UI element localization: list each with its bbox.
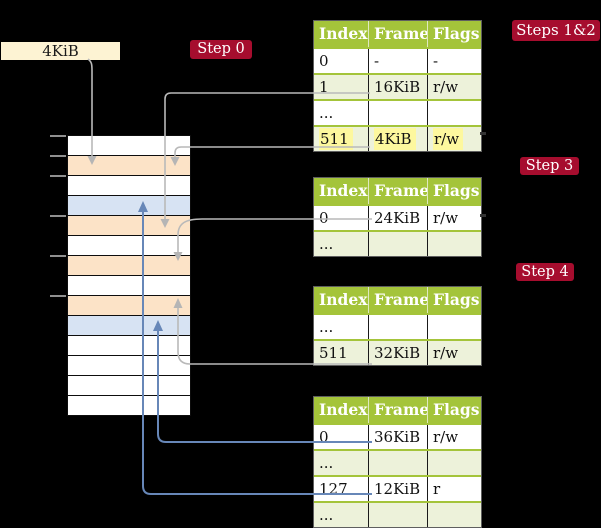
- highlighted-value: r/w: [433, 128, 464, 150]
- column-header-flags: Flags: [427, 287, 481, 313]
- column-header-frame: Frame: [368, 178, 427, 204]
- table-cell: ...: [319, 506, 334, 524]
- table-cell: -: [368, 49, 427, 73]
- memory-frame-row-free: [68, 236, 190, 256]
- address-tick: [50, 155, 66, 157]
- table-row: ...: [314, 99, 481, 125]
- memory-frame-row-pagetable: [68, 296, 190, 316]
- table-cell: 24KiB: [368, 206, 427, 230]
- table-cell: [368, 451, 427, 475]
- memory-frame-row-mapped: [68, 316, 190, 336]
- column-header-index: Index: [319, 290, 368, 309]
- badge-step-4: Step 4: [516, 263, 574, 281]
- table-cell: r/w: [427, 206, 481, 230]
- table-cell: r/w: [427, 127, 481, 151]
- column-header-index: Index: [319, 400, 368, 419]
- memory-frame-row-free: [68, 396, 190, 415]
- column-header-index: Index: [319, 24, 368, 43]
- column-header-index: Index: [319, 181, 368, 200]
- table-cell: r/w: [427, 341, 481, 365]
- table-cell: 511: [319, 344, 348, 362]
- table-cell: [427, 503, 481, 527]
- address-tick: [50, 255, 66, 257]
- table-cell: ...: [319, 318, 334, 336]
- memory-frame-row-free: [68, 356, 190, 376]
- table-cell: 0: [319, 52, 329, 70]
- column-header-frame: Frame: [368, 287, 427, 313]
- memory-frame-row-free: [68, 136, 190, 156]
- table-cell: [427, 451, 481, 475]
- table-cell: ...: [319, 454, 334, 472]
- table-cell: r/w: [427, 425, 481, 449]
- memory-frame-row-free: [68, 376, 190, 396]
- table-cell: [368, 232, 427, 256]
- address-tick: [50, 135, 66, 137]
- table-cell: [368, 315, 427, 339]
- highlighted-value: 4KiB: [374, 128, 416, 150]
- table-cell: [427, 101, 481, 125]
- badge-steps-1-2: Steps 1&2: [512, 20, 600, 41]
- memory-frame-row-free: [68, 336, 190, 356]
- memory-frame-row-free: [68, 176, 190, 196]
- table-cell: [368, 503, 427, 527]
- row-pointer-stub: [480, 132, 486, 135]
- row-pointer-stub: [480, 214, 486, 217]
- table-cell: 36KiB: [368, 425, 427, 449]
- highlighted-value: 511: [319, 128, 353, 150]
- badge-step-3: Step 3: [520, 157, 579, 175]
- table-row: ...: [314, 313, 481, 339]
- table-cell: ...: [319, 104, 334, 122]
- column-header-flags: Flags: [427, 21, 481, 47]
- table-cell: 511: [314, 127, 368, 151]
- table-cell: r: [427, 477, 481, 501]
- column-header-flags: Flags: [427, 397, 481, 423]
- table-cell: 16KiB: [368, 75, 427, 99]
- table-cell: 0: [319, 209, 329, 227]
- table-cell: 12KiB: [368, 477, 427, 501]
- address-tick: [50, 295, 66, 297]
- table-cell: [427, 315, 481, 339]
- table-cell: 32KiB: [368, 341, 427, 365]
- table-cell: [368, 101, 427, 125]
- physical-memory-column: [67, 135, 191, 416]
- table-row: 0 --: [314, 47, 481, 73]
- table-cell: 1: [319, 78, 329, 96]
- table-cell: 127: [319, 480, 348, 498]
- table-row: ...: [314, 230, 481, 256]
- memory-frame-row-free: [68, 276, 190, 296]
- table-cell: -: [427, 49, 481, 73]
- badge-step-0: Step 0: [190, 40, 252, 59]
- table-cell: r/w: [427, 75, 481, 99]
- table-cell: 0: [319, 428, 329, 446]
- memory-frame-row-pagetable: [68, 256, 190, 276]
- table-cell: [427, 232, 481, 256]
- address-tick: [50, 215, 66, 217]
- table-row: ...: [314, 501, 481, 527]
- column-header-flags: Flags: [427, 178, 481, 204]
- table-row: ...: [314, 449, 481, 475]
- table-cell: 4KiB: [368, 127, 427, 151]
- memory-frame-row-pagetable: [68, 216, 190, 236]
- memory-frame-row-pagetable: [68, 156, 190, 176]
- cr3-frame-label: 4KiB: [1, 42, 120, 60]
- column-header-frame: Frame: [368, 21, 427, 47]
- address-tick: [50, 175, 66, 177]
- table-cell: ...: [319, 235, 334, 253]
- memory-frame-row-mapped: [68, 196, 190, 216]
- table-row: 511 4KiB r/w: [314, 125, 481, 151]
- column-header-frame: Frame: [368, 397, 427, 423]
